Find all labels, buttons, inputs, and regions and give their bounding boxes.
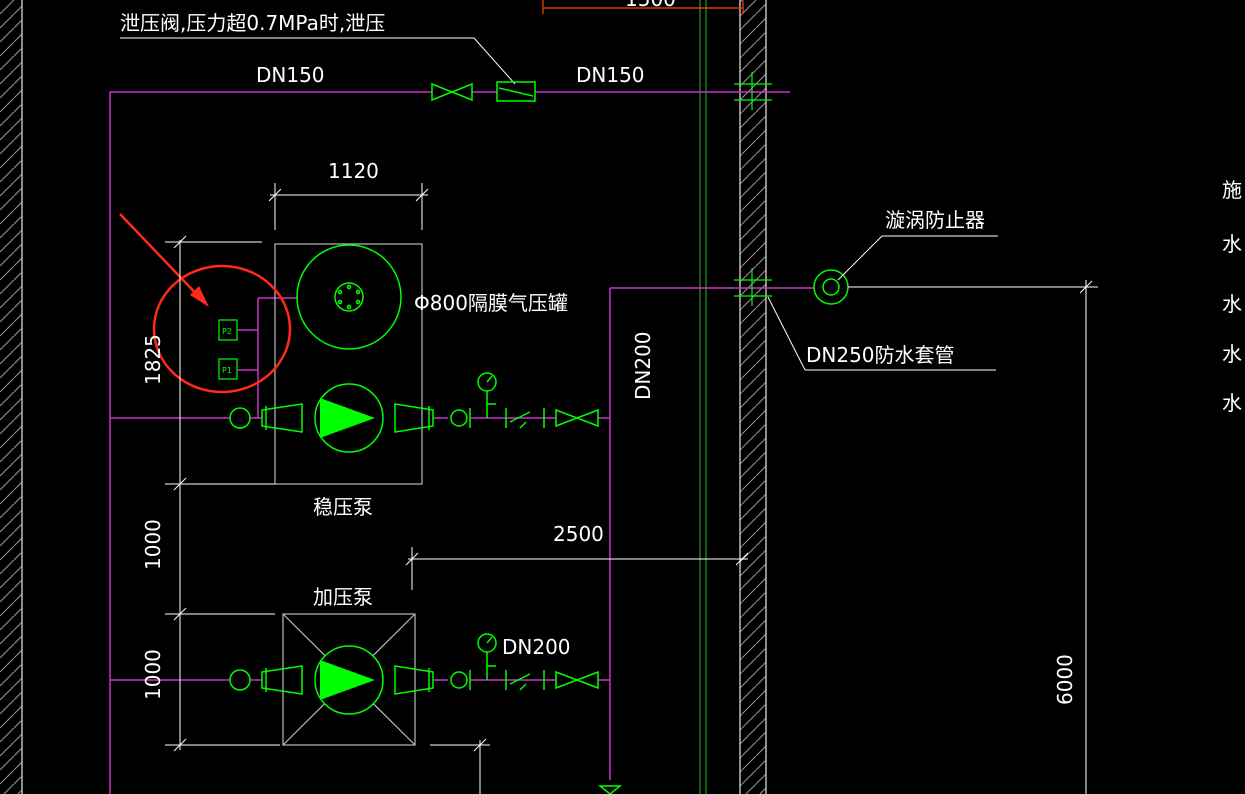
side-notes: 施 水 水 水 水 bbox=[1222, 178, 1242, 415]
dim-2500 bbox=[405, 547, 749, 590]
pipe-label-dn200-vertical: DN200 bbox=[631, 331, 655, 400]
sleeve-marks bbox=[734, 72, 772, 306]
anti-vortex-label: 漩涡防止器 bbox=[885, 208, 985, 232]
p2-tag: P2 bbox=[222, 327, 232, 336]
stabilizer-pump-label: 稳压泵 bbox=[313, 495, 373, 519]
side-note-5: 水 bbox=[1222, 391, 1242, 415]
highlight-annotation bbox=[119, 213, 292, 394]
relief-valve[interactable] bbox=[496, 81, 536, 102]
stabilizer-frame bbox=[274, 243, 423, 485]
suction-filter-lower[interactable] bbox=[229, 669, 251, 691]
pressure-switch-p1[interactable]: P1 bbox=[218, 358, 238, 380]
dim-1825-label: 1825 bbox=[141, 334, 165, 385]
pressure-gauge-upper[interactable] bbox=[477, 372, 497, 418]
dim-2500-label: 2500 bbox=[553, 522, 604, 546]
booster-pump[interactable] bbox=[314, 645, 384, 715]
side-note-2: 水 bbox=[1222, 232, 1242, 256]
tank-label: Φ800隔膜气压罐 bbox=[414, 291, 568, 315]
left-wall bbox=[0, 0, 23, 794]
dim-1000-b-label: 1000 bbox=[141, 649, 165, 700]
reducer-upper-left bbox=[261, 403, 303, 433]
drain-symbol bbox=[597, 785, 623, 794]
gate-valve-lower[interactable] bbox=[555, 670, 599, 690]
grid-lines bbox=[699, 0, 707, 794]
side-note-4: 水 bbox=[1222, 342, 1242, 366]
gate-valve-top[interactable] bbox=[431, 82, 473, 102]
pressure-gauge-lower[interactable] bbox=[477, 633, 497, 680]
pipe-label-dn150-right: DN150 bbox=[576, 63, 645, 87]
check-valve-lower[interactable] bbox=[505, 670, 545, 691]
relief-note-leader bbox=[120, 37, 516, 85]
suction-filter-upper[interactable] bbox=[229, 407, 251, 429]
top-dimension bbox=[542, 0, 744, 14]
dim-6000-label: 6000 bbox=[1053, 654, 1077, 705]
side-note-3: 水 bbox=[1222, 292, 1242, 316]
booster-pump-label: 加压泵 bbox=[313, 585, 373, 609]
p1-tag: P1 bbox=[222, 366, 232, 375]
dim-top-label: 1500 bbox=[625, 0, 676, 11]
dim-1000-a-label: 1000 bbox=[141, 519, 165, 570]
piping bbox=[109, 91, 814, 794]
right-wall bbox=[739, 0, 767, 794]
dim-1825 bbox=[165, 235, 280, 752]
dim-1120 bbox=[268, 183, 429, 230]
pressure-tank[interactable] bbox=[296, 244, 402, 350]
reducer-upper-right bbox=[394, 403, 434, 433]
pipe-label-dn200-lower: DN200 bbox=[502, 635, 571, 659]
bottom-marks bbox=[430, 738, 490, 794]
anti-vortex-leader bbox=[837, 235, 998, 281]
gate-valve-upper[interactable] bbox=[555, 408, 599, 428]
relief-valve-note: 泄压阀,压力超0.7MPa时,泄压 bbox=[120, 11, 385, 35]
reducer-lower-right bbox=[394, 665, 434, 695]
dim-1120-label: 1120 bbox=[328, 159, 379, 183]
flex-joint-lower[interactable] bbox=[450, 671, 468, 689]
stabilizer-pump[interactable] bbox=[314, 383, 384, 453]
pipe-label-dn150-left: DN150 bbox=[256, 63, 325, 87]
dim-6000 bbox=[848, 280, 1098, 794]
reducer-lower-left bbox=[261, 665, 303, 695]
check-valve-upper[interactable] bbox=[505, 408, 545, 429]
side-note-1: 施 bbox=[1222, 178, 1242, 202]
flex-joint-upper[interactable] bbox=[450, 409, 468, 427]
sleeve-label: DN250防水套管 bbox=[806, 343, 955, 367]
sleeve-leader bbox=[767, 296, 996, 371]
pressure-switch-p2[interactable]: P2 bbox=[218, 319, 238, 341]
